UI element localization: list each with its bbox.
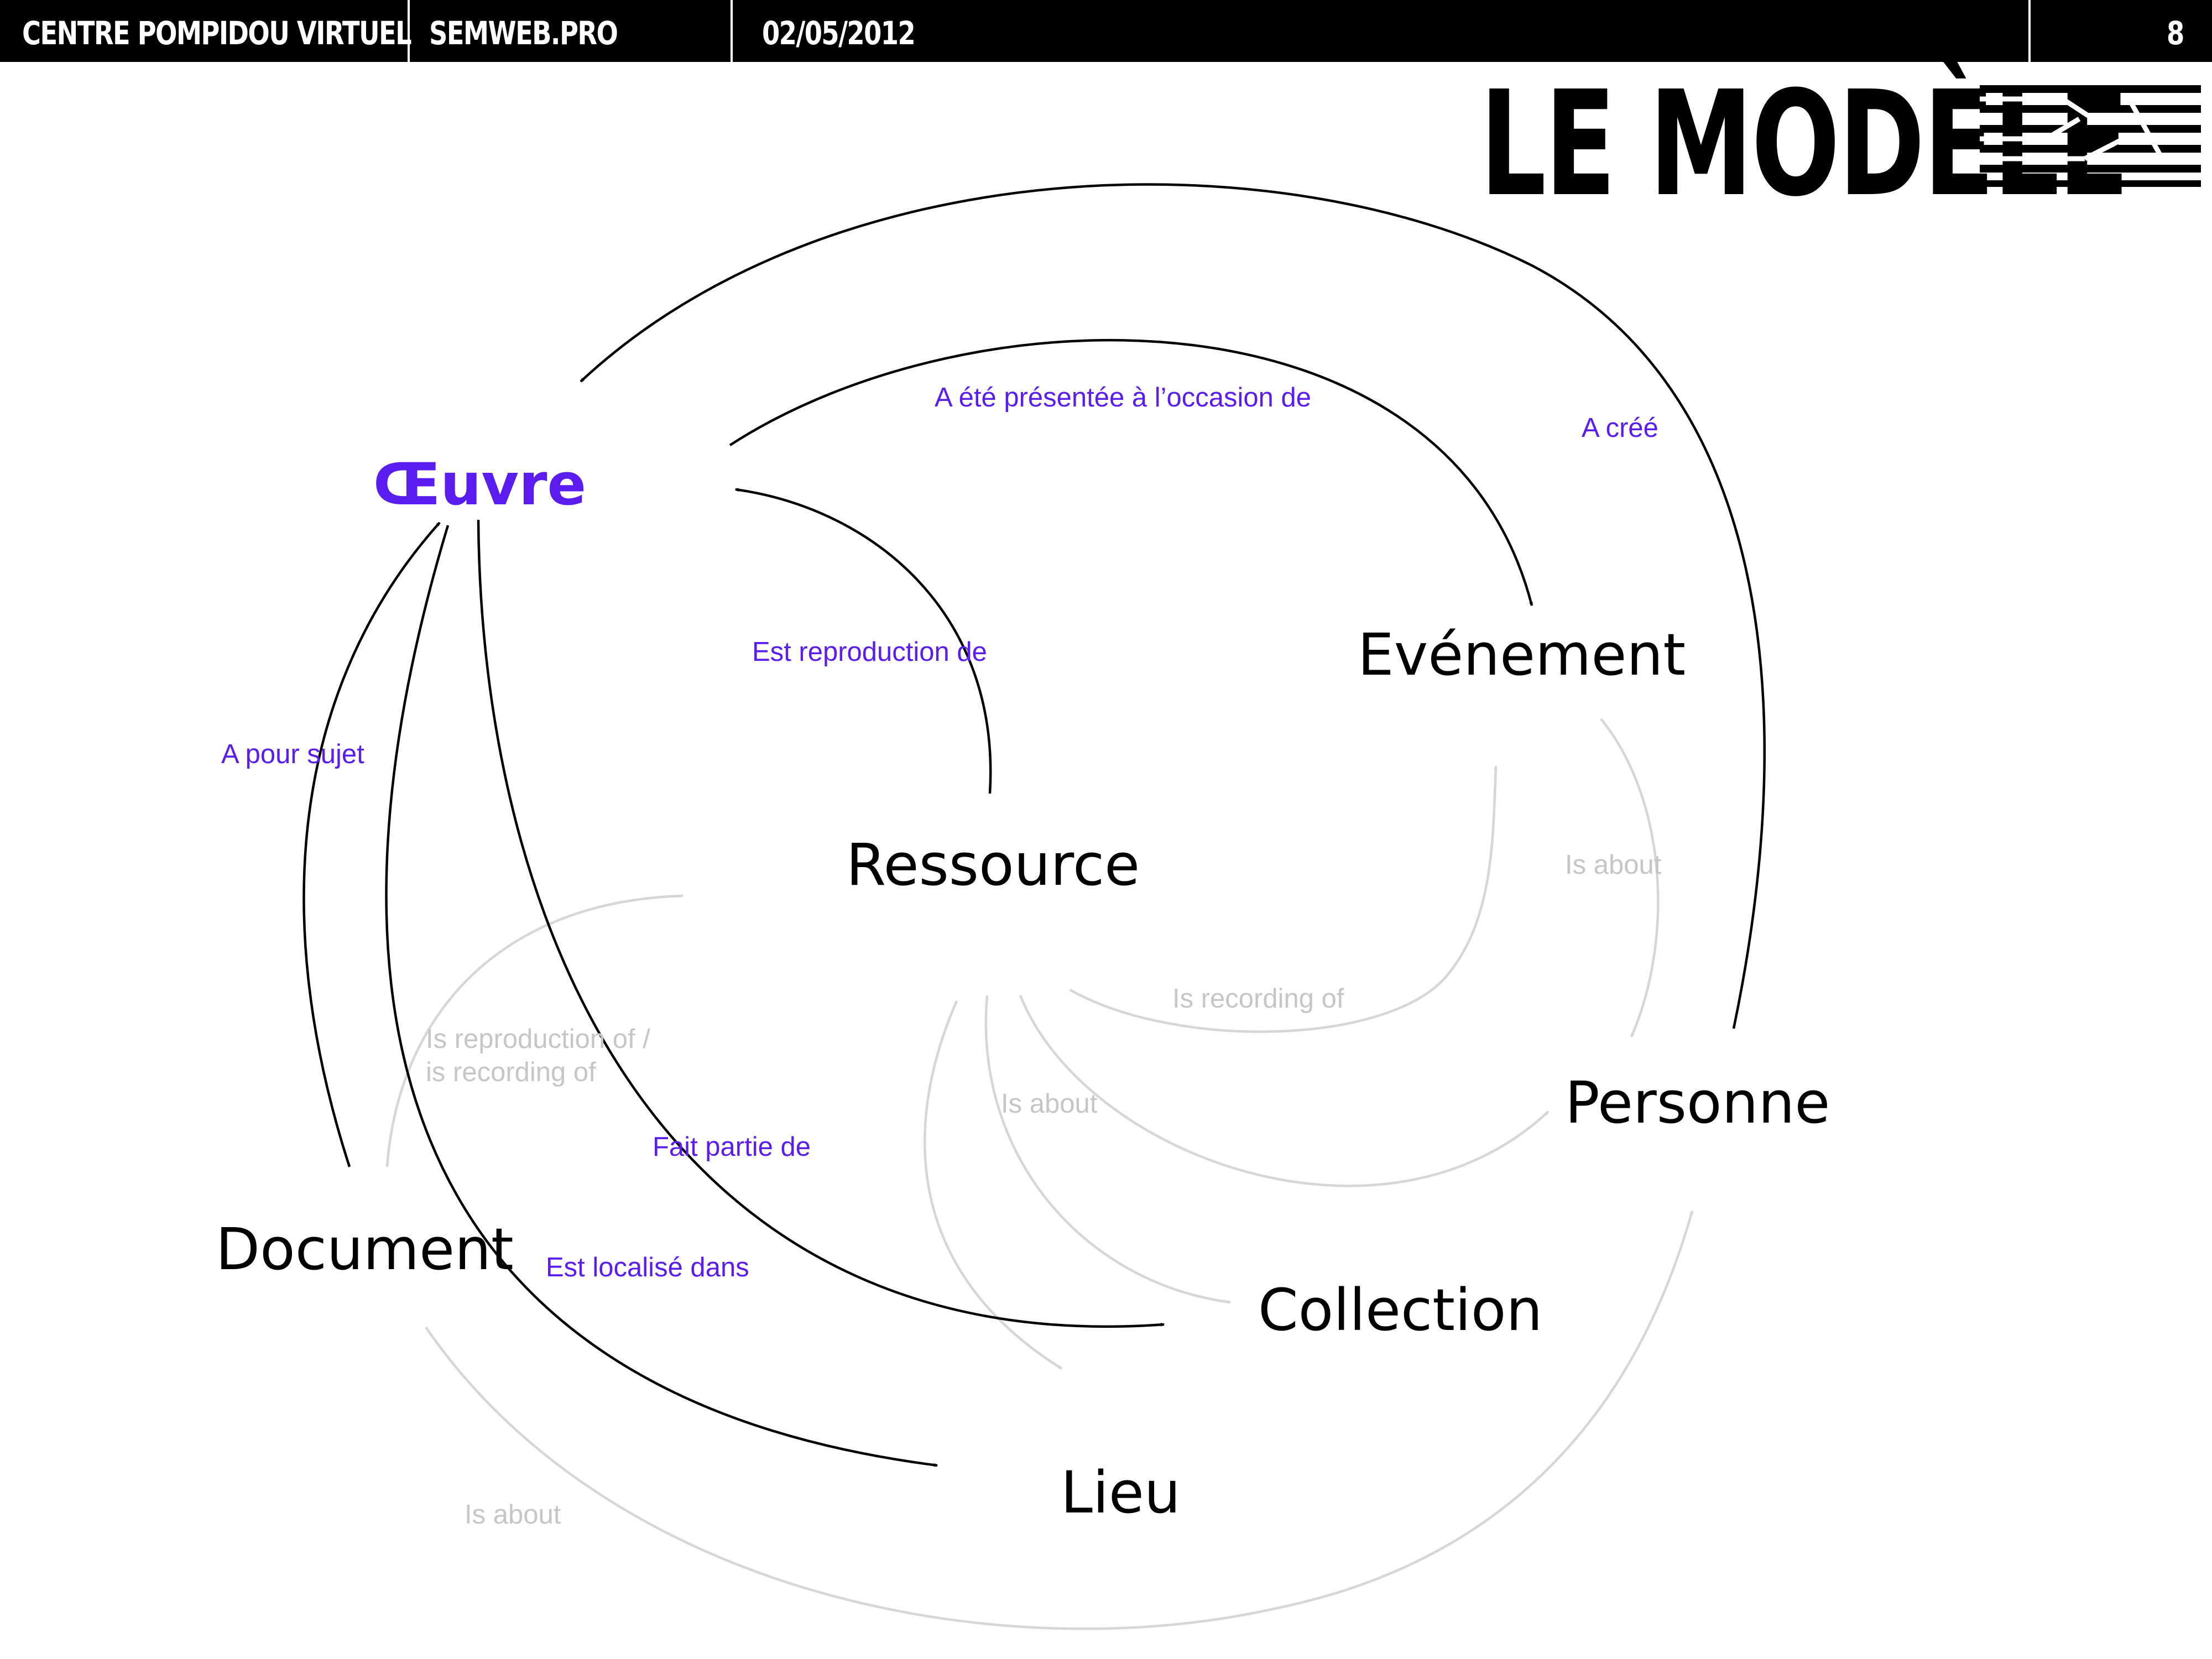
edge-label-a-cree: A créé — [1582, 413, 1658, 443]
node-document: Document — [216, 1215, 514, 1283]
header-divider — [2028, 0, 2031, 62]
edge-ressource-document — [385, 894, 684, 1168]
edge-ressource-oeuvre — [734, 488, 992, 794]
edge-label-is-about-evenement-personne: Is about — [1565, 850, 1662, 880]
edge-label-est-reproduction-de: Est reproduction de — [752, 637, 987, 667]
edge-document-oeuvre — [302, 521, 441, 1167]
page-number: 8 — [2167, 14, 2184, 52]
edge-oeuvre-collection — [477, 519, 1165, 1328]
edge-label-a-pour-sujet: A pour sujet — [221, 739, 364, 769]
node-collection: Collection — [1258, 1276, 1542, 1344]
edge-oeuvre-evenement — [729, 338, 1533, 607]
slide-title: LE MODÈLE — [1480, 60, 2129, 228]
centre-pompidou-logo-icon — [1980, 85, 2201, 187]
header-bar: CENTRE POMPIDOU VIRTUEL SEMWEB.PRO 02/05… — [0, 0, 2212, 62]
edge-ressource-lieu — [924, 1000, 1063, 1370]
node-oeuvre: Œuvre — [373, 451, 586, 518]
header-item-date: 02/05/2012 — [762, 14, 916, 52]
edge-label-is-about-ressource-personne: Is about — [1001, 1089, 1098, 1119]
edge-ressource-collection — [984, 995, 1232, 1304]
edge-label-is-reproduction-of: Is reproduction of / is recording of — [426, 1024, 658, 1087]
edge-label-is-about-document-personne: Is about — [465, 1500, 561, 1530]
node-ressource: Ressource — [846, 831, 1140, 899]
edge-evenement-personne — [1600, 718, 1660, 1037]
header-divider — [408, 0, 410, 62]
edge-label-est-localise-dans: Est localisé dans — [546, 1253, 749, 1282]
edge-label-fait-partie-de: Fait partie de — [653, 1132, 811, 1162]
header-item-organisation: CENTRE POMPIDOU VIRTUEL — [22, 14, 412, 52]
node-lieu: Lieu — [1061, 1459, 1181, 1526]
header-divider — [731, 0, 733, 62]
edge-personne-oeuvre — [580, 183, 1766, 1029]
node-personne: Personne — [1565, 1069, 1830, 1136]
edge-label-line: is recording of — [426, 1057, 596, 1087]
edge-ressource-evenement — [1069, 765, 1498, 1033]
edge-label-is-recording-of: Is recording of — [1172, 984, 1344, 1014]
edge-ressource-personne — [1019, 995, 1550, 1187]
edge-oeuvre-lieu — [385, 525, 938, 1467]
edge-document-personne — [425, 1210, 1694, 1630]
node-evenement: Evénement — [1358, 621, 1686, 688]
edge-label-presentee: A été présentée à l’occasion de — [935, 383, 1311, 413]
header-item-event: SEMWEB.PRO — [429, 14, 618, 52]
edge-label-line: Is reproduction of / — [426, 1024, 650, 1054]
